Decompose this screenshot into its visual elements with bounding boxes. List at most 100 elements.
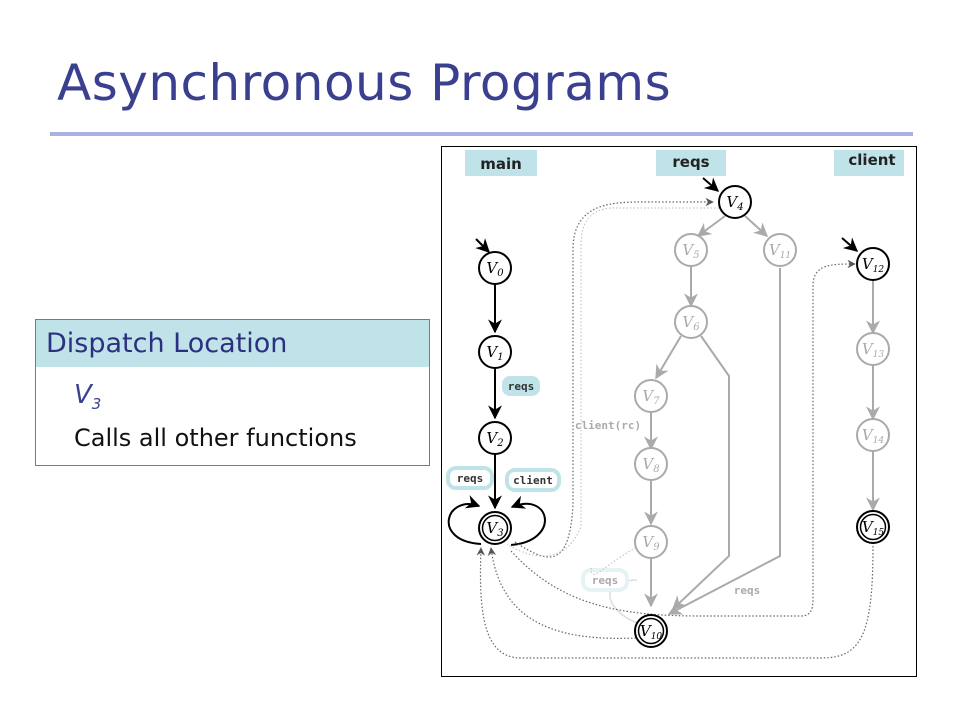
node-sub-v0: 0 <box>497 268 504 279</box>
node-circle-v11 <box>763 233 797 267</box>
node-label-v5: V5 <box>682 241 699 261</box>
node-circle-v7 <box>634 379 668 413</box>
edge-label-v1-v2: reqs <box>508 380 535 393</box>
node-sub-v9: 9 <box>653 542 660 553</box>
node-circle-v4 <box>718 185 752 219</box>
node-label-v11: V11 <box>769 241 791 261</box>
node-v12: V12 <box>856 247 890 281</box>
node-circle-v1 <box>478 335 512 369</box>
node-label-v3: V3 <box>486 519 503 539</box>
diagram-frame <box>441 146 917 677</box>
edge-v11-v10 <box>667 268 781 615</box>
node-label-v1: V1 <box>486 343 503 363</box>
dispatch-node-letter: V <box>74 380 92 410</box>
dispatch-node: V3 <box>74 380 101 413</box>
column-reqs-bg <box>656 150 726 176</box>
node-letter-v2: V <box>486 429 499 447</box>
node-label-v9: V9 <box>642 533 660 553</box>
node-sub-v1: 1 <box>497 352 503 363</box>
node-sub-v6: 6 <box>693 322 700 333</box>
node-label-v15: V15 <box>862 518 885 538</box>
node-sub-v10: 10 <box>651 632 663 642</box>
node-letter-v7: V <box>642 387 655 405</box>
return-v9-v3 <box>590 545 640 575</box>
node-circle-v6 <box>674 305 708 339</box>
node-circle-v13 <box>856 332 890 366</box>
node-label-v2: V2 <box>486 429 503 449</box>
node-label-v0: V0 <box>486 259 504 279</box>
node-letter-v13: V <box>862 340 875 358</box>
node-v8: V8 <box>634 447 668 481</box>
node-v14: V14 <box>856 418 890 452</box>
node-v9: V9 <box>634 525 668 559</box>
node-inner-ring-v15 <box>859 513 887 541</box>
node-label-v6: V6 <box>682 313 700 333</box>
node-inner-ring-v3 <box>481 514 509 542</box>
node-letter-v14: V <box>862 426 875 444</box>
node-circle-v8 <box>634 447 668 481</box>
edge-label-bg-v3-left <box>446 466 494 490</box>
node-letter-v15: V <box>862 518 875 536</box>
edge-label-bg-v9-v10 <box>581 568 629 592</box>
node-label-v7: V7 <box>642 387 660 407</box>
node-label-v12: V12 <box>862 255 885 275</box>
node-letter-v0: V <box>486 259 499 277</box>
column-main-label: main <box>480 155 522 173</box>
node-v2: V2 <box>478 421 512 455</box>
node-letter-v5: V <box>682 241 695 259</box>
edge-v4-v11 <box>744 215 769 237</box>
node-v15: V15 <box>856 510 890 544</box>
return-v15-v3 <box>476 545 874 659</box>
node-circle-v9 <box>634 525 668 559</box>
node-sub-v4: 4 <box>736 202 743 213</box>
node-v7: V7 <box>634 379 668 413</box>
node-letter-v9: V <box>642 533 655 551</box>
column-main-bg <box>465 150 537 176</box>
entry-arrow-v0 <box>475 238 490 253</box>
node-letter-v12: V <box>862 255 875 273</box>
dispatch-location-box: Dispatch Location V3 Calls all other fun… <box>35 319 430 466</box>
node-sub-v15: 15 <box>873 528 885 538</box>
edge-label-v3-right: client <box>513 474 553 487</box>
node-circle-v2 <box>478 421 512 455</box>
node-v13: V13 <box>856 332 890 366</box>
node-letter-v6: V <box>682 313 695 331</box>
node-v10: V10 <box>634 614 668 648</box>
loop-v3-right <box>510 495 546 546</box>
column-client-bg <box>834 150 904 176</box>
slide-title: Asynchronous Programs <box>57 54 672 112</box>
loop-v3-left <box>447 495 482 545</box>
edge-label-v7-v8: client(rc) <box>575 419 641 432</box>
node-circle-v15 <box>856 510 890 544</box>
column-reqs-label: reqs <box>672 153 709 171</box>
node-v4: V4 <box>718 185 752 219</box>
node-label-v13: V13 <box>862 340 885 360</box>
node-v11: V11 <box>763 233 797 267</box>
node-v1: V1 <box>478 335 512 369</box>
dispatch-heading: Dispatch Location <box>36 320 429 367</box>
edge-v4-v5 <box>696 215 726 237</box>
dispatch-description: Calls all other functions <box>74 424 357 452</box>
node-sub-v8: 8 <box>653 464 659 475</box>
node-v3: V3 <box>478 511 512 545</box>
return-v10-v3 <box>487 547 637 639</box>
edge-v6-v10 <box>671 335 730 610</box>
dispatch-node-sub: 3 <box>91 395 102 414</box>
call-v3-v12 <box>510 259 856 617</box>
node-label-v4: V4 <box>726 193 743 213</box>
title-underline <box>50 132 913 136</box>
node-letter-v3: V <box>486 519 499 537</box>
node-circle-v10 <box>634 614 668 648</box>
node-v0: V0 <box>478 251 512 285</box>
entry-arrow-v12 <box>841 237 859 252</box>
node-letter-v1: V <box>486 343 499 361</box>
edge-label-v11-v10: reqs <box>734 584 761 597</box>
edge-label-bg-v1-v2 <box>502 376 540 396</box>
node-letter-v8: V <box>642 455 655 473</box>
node-circle-v0 <box>478 251 512 285</box>
node-label-v14: V14 <box>862 426 885 446</box>
node-sub-v14: 14 <box>873 436 885 446</box>
program-graph: main reqs client reqs reqs client client… <box>441 146 917 677</box>
node-letter-v4: V <box>726 193 739 211</box>
